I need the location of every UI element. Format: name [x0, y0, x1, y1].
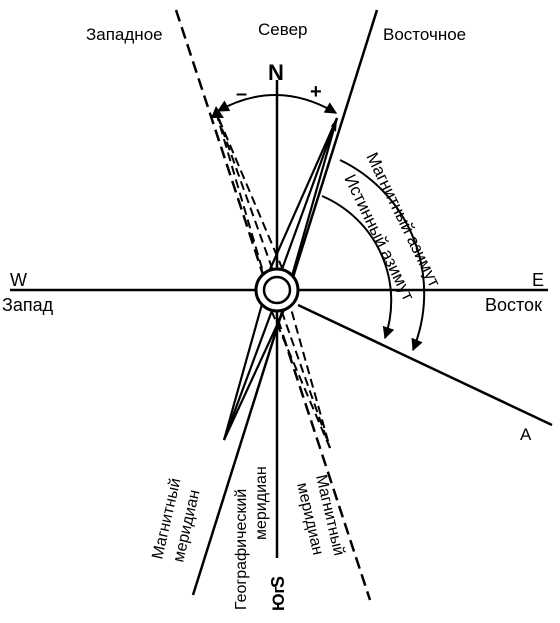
point-a-label: A	[520, 425, 532, 444]
south-label: Юг	[269, 586, 288, 611]
north-label: Север	[258, 20, 307, 39]
compass-pivot-inner	[262, 275, 292, 305]
geographic-meridian-line2: меридиан	[253, 466, 270, 540]
west-label: Запад	[2, 295, 54, 315]
west-letter: W	[10, 270, 27, 290]
needle-tip-solid	[331, 118, 337, 132]
geographic-meridian-line1: Географический	[233, 489, 250, 610]
compass-needle-solid	[222, 117, 339, 441]
azimuth-target-line	[297, 303, 553, 427]
plus-sign: +	[310, 81, 322, 103]
true-azimuth-arc	[321, 195, 395, 340]
south-letter: S	[268, 576, 288, 588]
eastern-label: Восточное	[383, 25, 466, 44]
minus-sign: –	[236, 83, 247, 105]
compass-needle-dashed	[215, 111, 331, 449]
east-label: Восток	[485, 295, 542, 315]
north-letter: N	[268, 60, 284, 85]
western-label: Западное	[86, 25, 163, 44]
east-letter: E	[532, 270, 544, 290]
magnetic-azimuth-arc	[339, 159, 426, 352]
